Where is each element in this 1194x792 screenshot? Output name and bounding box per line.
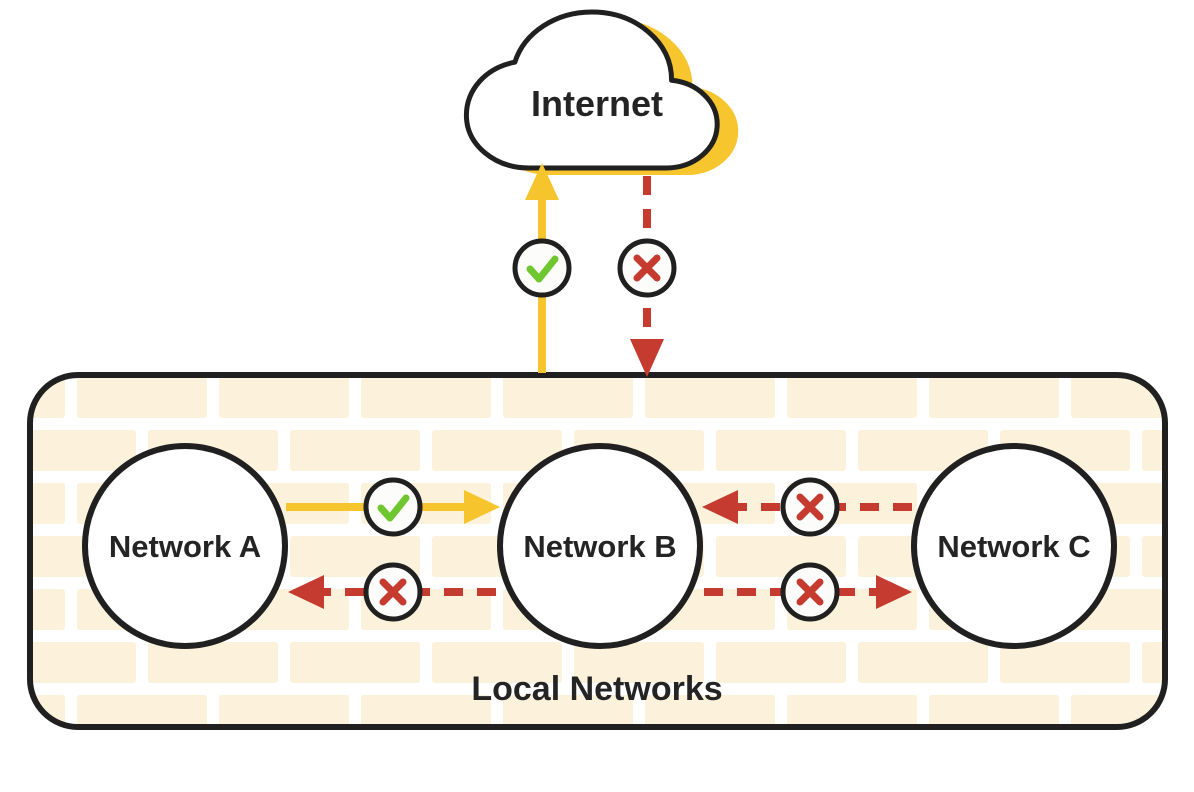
network-a-label: Network A: [109, 529, 261, 564]
arrow-b-to-a-blocked: [288, 575, 496, 609]
x-icon: [379, 578, 407, 606]
arrowhead-right: [876, 575, 912, 609]
internet-label: Internet: [531, 83, 663, 124]
internet-cloud: Internet: [466, 12, 738, 175]
arrowhead-left: [702, 490, 738, 524]
network-b-label: Network B: [523, 529, 676, 564]
firewall-label: Local Networks: [471, 670, 722, 708]
network-node-b: Network B: [497, 443, 703, 649]
network-node-a: Network A: [82, 443, 288, 649]
network-b-circle: [497, 443, 703, 649]
network-c-label: Network C: [937, 529, 1090, 564]
arrowhead-left: [288, 575, 324, 609]
network-c-circle: [911, 443, 1117, 649]
arrow-b-to-c-blocked: [704, 575, 912, 609]
blocked-badge-b-to-c: [780, 562, 840, 622]
arrowhead-up: [525, 163, 559, 200]
network-node-c: Network C: [911, 443, 1117, 649]
allowed-badge-outbound: [512, 238, 572, 298]
arrowhead-right: [464, 490, 500, 524]
network-a-circle: [82, 443, 288, 649]
blocked-badge-b-to-a: [363, 562, 423, 622]
check-icon: [526, 255, 559, 283]
arrow-c-to-b-blocked: [702, 490, 912, 524]
arrowhead-down: [630, 339, 664, 377]
allowed-badge-a-to-b: [363, 477, 423, 537]
badge-circle: [363, 477, 423, 537]
blocked-badge-inbound: [617, 238, 677, 298]
x-icon: [796, 578, 824, 606]
x-icon: [633, 254, 661, 282]
check-icon: [377, 494, 410, 522]
badge-circle: [512, 238, 572, 298]
x-icon: [796, 493, 824, 521]
blocked-badge-c-to-b: [780, 477, 840, 537]
cloud-icon: [466, 12, 717, 168]
